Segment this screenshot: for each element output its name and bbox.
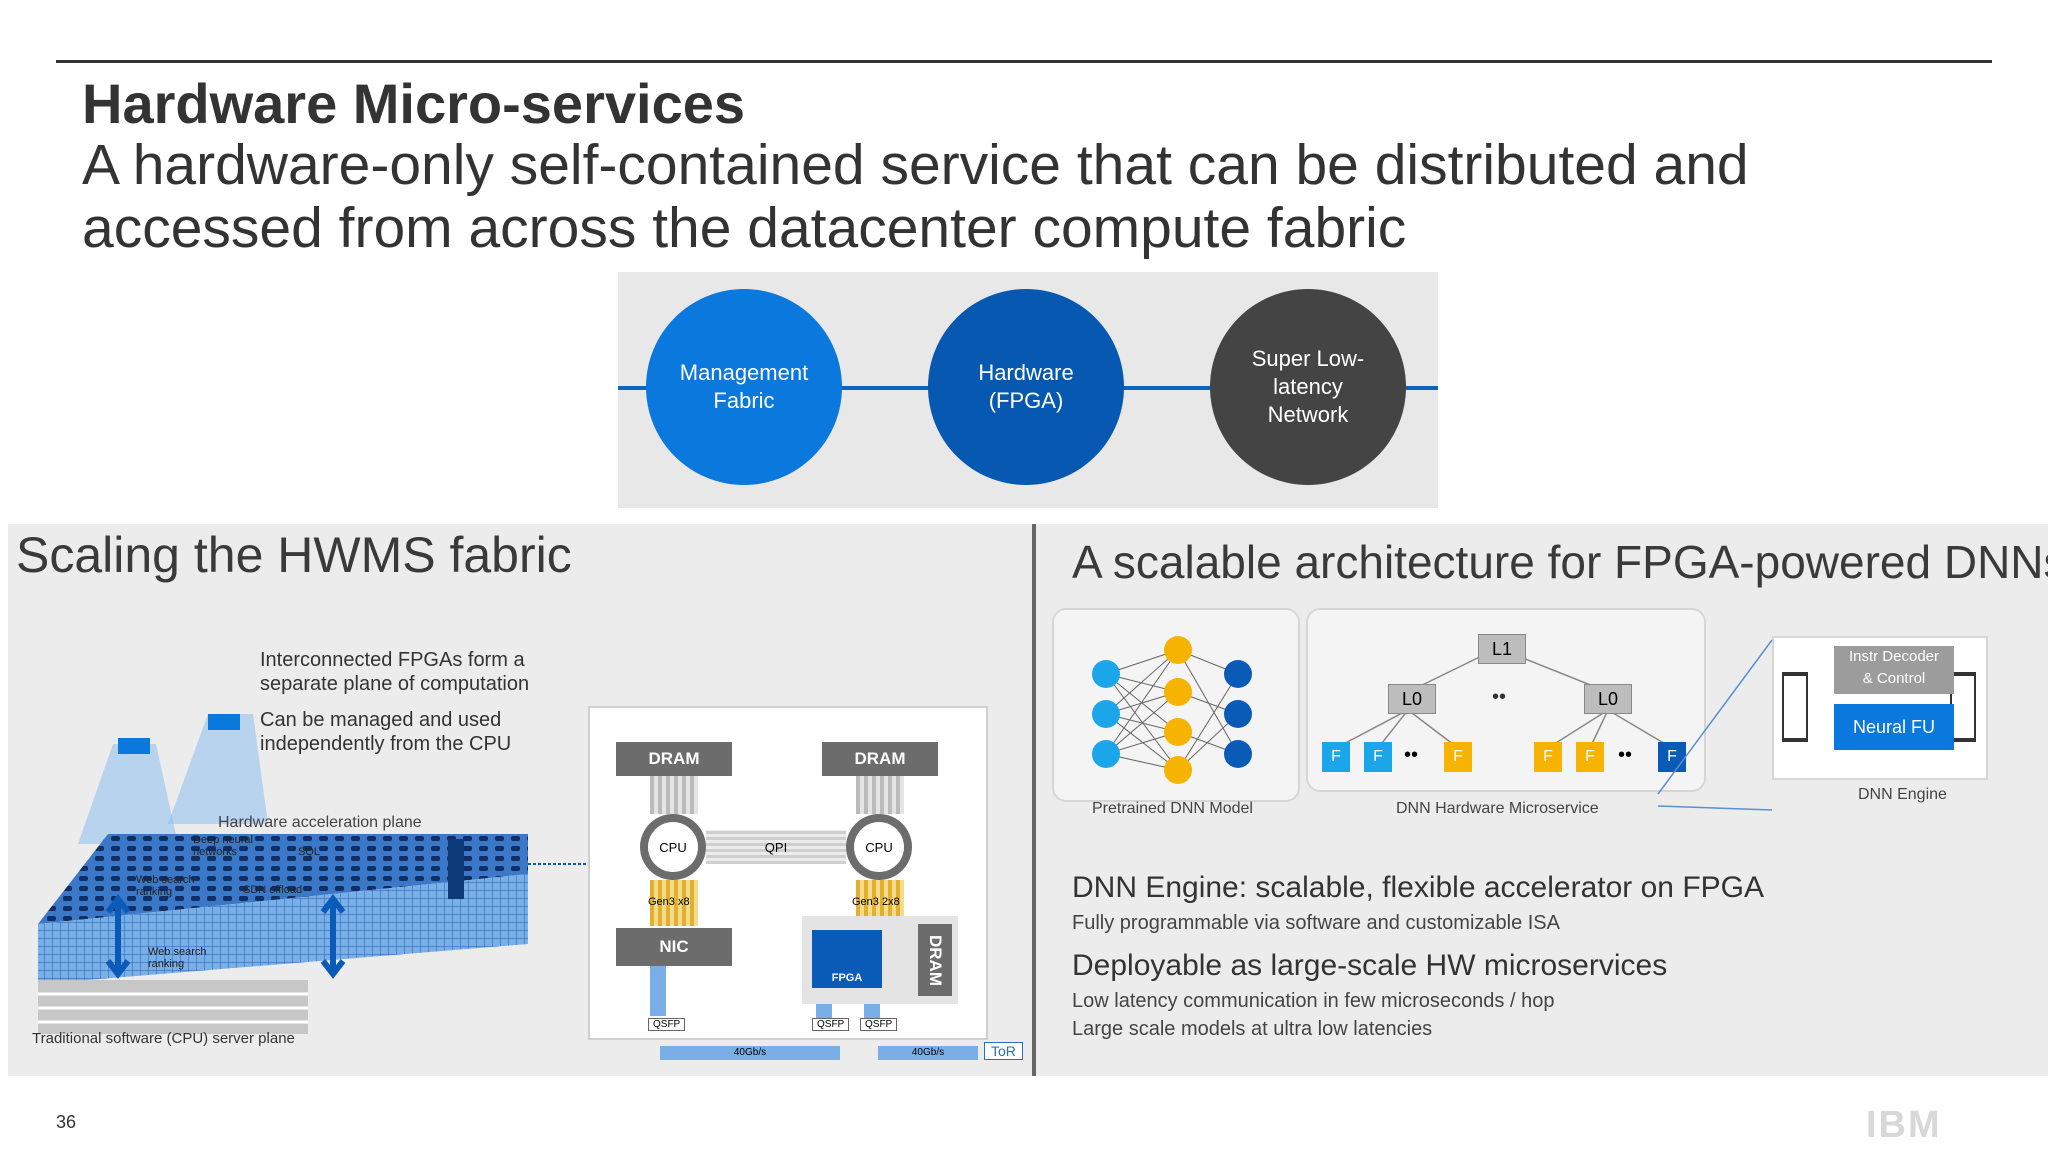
- server-schematic: DRAM DRAM CPU CPU QPI Gen3 x8 Gen3 2x8 N…: [588, 706, 988, 1040]
- tree-ellipsis: ••: [1404, 744, 1419, 766]
- pretrained-label: Pretrained DNN Model: [1092, 800, 1253, 817]
- fpga-chip: FPGA: [812, 930, 882, 988]
- fpga-f-node: F: [1658, 742, 1686, 772]
- hwms-concept-diagram: Management Fabric Hardware (FPGA) Super …: [618, 272, 1438, 508]
- qsfp-2: QSFP: [812, 1018, 850, 1031]
- gen3-x8: Gen3 x8: [648, 896, 690, 908]
- tree-node-l0-right: L0: [1584, 684, 1632, 714]
- fpga-f-node: F: [1364, 742, 1392, 772]
- title-rule: [56, 60, 1992, 63]
- hardware-fpga-circle: Hardware (FPGA): [928, 289, 1124, 485]
- link-40g-1: 40Gb/s: [660, 1046, 840, 1060]
- scaling-heading: Scaling the HWMS fabric: [16, 527, 572, 583]
- pretrained-dnn-box: [1052, 608, 1300, 802]
- plane-front: [38, 874, 528, 984]
- beam-left: [78, 744, 178, 844]
- qsfp-1: QSFP: [648, 1018, 686, 1031]
- beam-right: [168, 714, 268, 824]
- ibm-logo: IBM: [1866, 1104, 1942, 1146]
- bracket-icon: [1782, 672, 1808, 742]
- label-sql: SQL: [298, 846, 321, 858]
- label-sdn: SDN offload: [243, 884, 303, 896]
- cpu-1: CPU: [648, 822, 698, 872]
- plane-label: Hardware acceleration plane: [218, 814, 422, 831]
- label-web-search-1: Web search ranking: [136, 874, 195, 898]
- feature-sub-1: Fully programmable via software and cust…: [1072, 912, 1560, 934]
- dram-2: DRAM: [822, 742, 938, 776]
- neural-fu: Neural FU: [1834, 704, 1954, 750]
- note-interconnected: Interconnected FPGAs form a separate pla…: [260, 649, 530, 695]
- dnn-engine-box: Instr Decoder & Control Neural FU: [1772, 636, 1988, 780]
- note-managed: Can be managed and used independently fr…: [260, 709, 512, 755]
- feature-heading-2: Deployable as large-scale HW microservic…: [1072, 949, 1668, 982]
- plane-top: [38, 834, 528, 924]
- hw-microservice-box: L1 L0 L0 •• F F •• F F F •• F: [1306, 608, 1706, 792]
- link-arrow-icon: [105, 894, 131, 979]
- cpu-2: CPU: [854, 822, 904, 872]
- label-deep-neural: Deep neural networks: [193, 834, 253, 858]
- dnn-architecture-panel: A scalable architecture for FPGA-powered…: [1036, 524, 2048, 1076]
- tree-ellipsis: ••: [1492, 686, 1507, 708]
- gen3-2x8: Gen3 2x8: [852, 896, 900, 908]
- feature-heading-1: DNN Engine: scalable, flexible accelerat…: [1072, 871, 1764, 904]
- tree-ellipsis: ••: [1618, 744, 1633, 766]
- link-40g-2: 40Gb/s: [878, 1046, 978, 1060]
- plane-pillar: [448, 839, 464, 899]
- qpi-link: QPI: [706, 830, 846, 864]
- neural-network-icon: [1092, 636, 1252, 784]
- dnn-engine-label: DNN Engine: [1858, 786, 1947, 803]
- remote-node-icon: [208, 714, 240, 730]
- page-subtitle: A hardware-only self-contained service t…: [82, 133, 1749, 260]
- fpga-label: FPGA: [831, 972, 863, 984]
- label-web-search-2: Web search ranking: [148, 946, 207, 970]
- tree-node-l1: L1: [1478, 634, 1526, 664]
- feature-sub-3: Large scale models at ultra low latencie…: [1072, 1018, 1433, 1040]
- low-latency-network-circle: Super Low- latency Network: [1210, 289, 1406, 485]
- scaling-hwms-panel: Scaling the HWMS fabric Interconnected F…: [8, 524, 1034, 1076]
- page-number: 36: [56, 1112, 77, 1132]
- page-title: Hardware Micro-services: [82, 72, 746, 135]
- acceleration-plane-illustration: [38, 714, 598, 1034]
- dram-1: DRAM: [616, 742, 732, 776]
- tor-switch: ToR: [984, 1042, 1023, 1060]
- feature-sub-2: Low latency communication in few microse…: [1072, 990, 1555, 1012]
- qsfp-3: QSFP: [860, 1018, 898, 1031]
- dram-3: DRAM: [918, 924, 952, 996]
- hw-microservice-label: DNN Hardware Microservice: [1396, 800, 1599, 817]
- dnn-heading: A scalable architecture for FPGA-powered…: [1072, 536, 2048, 588]
- nic: NIC: [616, 928, 732, 966]
- server-plane-label: Traditional software (CPU) server plane: [32, 1030, 295, 1047]
- fpga-f-node: F: [1444, 742, 1472, 772]
- link-arrow-icon: [320, 894, 346, 979]
- fpga-f-node: F: [1322, 742, 1350, 772]
- tree-node-l0-left: L0: [1388, 684, 1436, 714]
- panel-divider: [1032, 524, 1036, 1076]
- instr-decoder: Instr Decoder & Control: [1834, 646, 1954, 694]
- fpga-f-node: F: [1534, 742, 1562, 772]
- remote-node-icon: [118, 738, 150, 754]
- fpga-f-node: F: [1576, 742, 1604, 772]
- management-fabric-circle: Management Fabric: [646, 289, 842, 485]
